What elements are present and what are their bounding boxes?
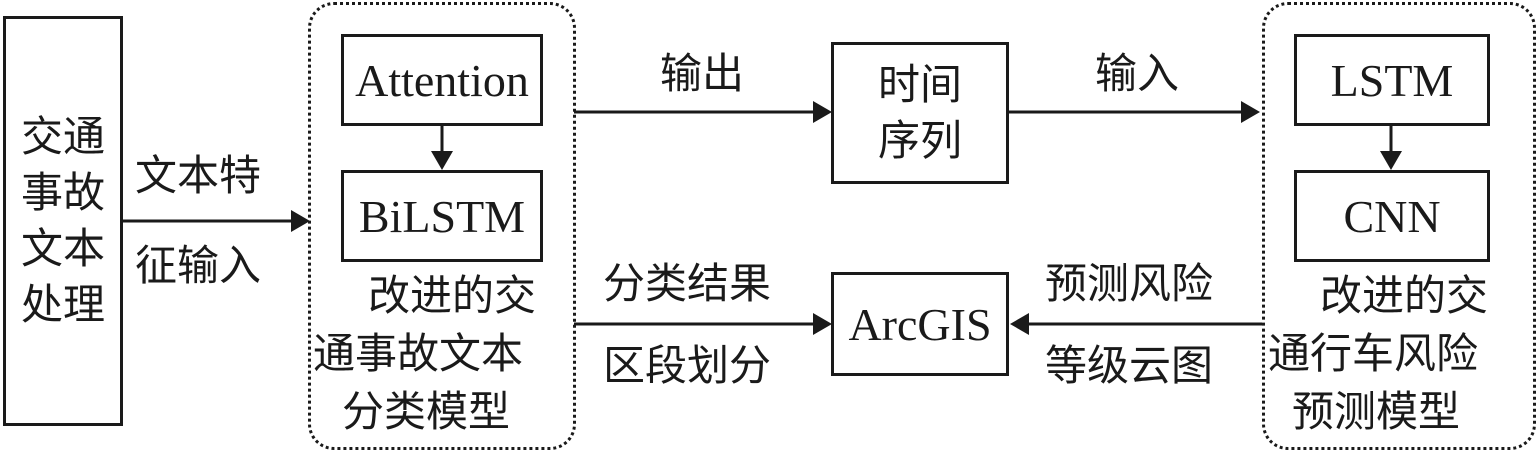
arrowhead-text-to-classifier (291, 210, 310, 232)
bilstm-label: BiLSTM (358, 190, 526, 242)
risk-model-caption-3: 预测模型 (1292, 387, 1461, 436)
risk-model-caption-1: 改进的交 (1320, 271, 1489, 320)
arrowhead-lstm-to-cnn (1380, 151, 1402, 170)
attention-node: Attention (341, 34, 543, 126)
classification-model-group (308, 2, 576, 450)
lstm-node: LSTM (1294, 34, 1490, 126)
arcgis-label: ArcGIS (848, 298, 992, 350)
edge-label-section-division: 区段划分 (603, 341, 772, 390)
attention-label: Attention (355, 54, 529, 106)
lstm-label: LSTM (1330, 54, 1454, 106)
edge-label-classification-result: 分类结果 (603, 259, 772, 308)
edge-label-level-cloud-map: 等级云图 (1045, 341, 1214, 390)
risk-model-caption-2: 通行车风险 (1268, 329, 1479, 378)
risk-model-group (1262, 2, 1536, 450)
arcgis-node: ArcGIS (831, 272, 1009, 376)
arrowhead-attention-to-bilstm (431, 151, 453, 170)
edge-label-output: 输出 (660, 49, 745, 98)
time-series-label-1: 时间 (877, 60, 962, 109)
time-series-label-2: 序列 (877, 116, 962, 165)
classification-model-caption-2: 通事故文本 (313, 329, 524, 378)
edge-label-text-feature-1: 文本特 (135, 151, 262, 200)
classification-model-caption-3: 分类模型 (342, 387, 511, 436)
arrowhead-timeseries-to-riskmodel (1241, 101, 1260, 123)
cnn-node: CNN (1294, 170, 1490, 262)
cnn-label: CNN (1343, 190, 1441, 242)
classification-model-caption-1: 改进的交 (368, 271, 537, 320)
text-processing-label: 交通事故文本处理 (20, 112, 105, 329)
text-processing-node: 交通事故文本处理 (3, 16, 123, 426)
edge-label-input: 输入 (1095, 49, 1180, 98)
bilstm-node: BiLSTM (341, 170, 543, 262)
arrowhead-classifier-to-timeseries (813, 101, 832, 123)
edge-label-text-feature-2: 征输入 (135, 241, 262, 290)
arrowhead-riskmodel-to-arcgis (1010, 313, 1029, 335)
arrowhead-classifier-to-arcgis (813, 313, 832, 335)
edge-label-predicted-risk: 预测风险 (1045, 259, 1214, 308)
time-series-node: 时间 序列 (831, 42, 1009, 184)
